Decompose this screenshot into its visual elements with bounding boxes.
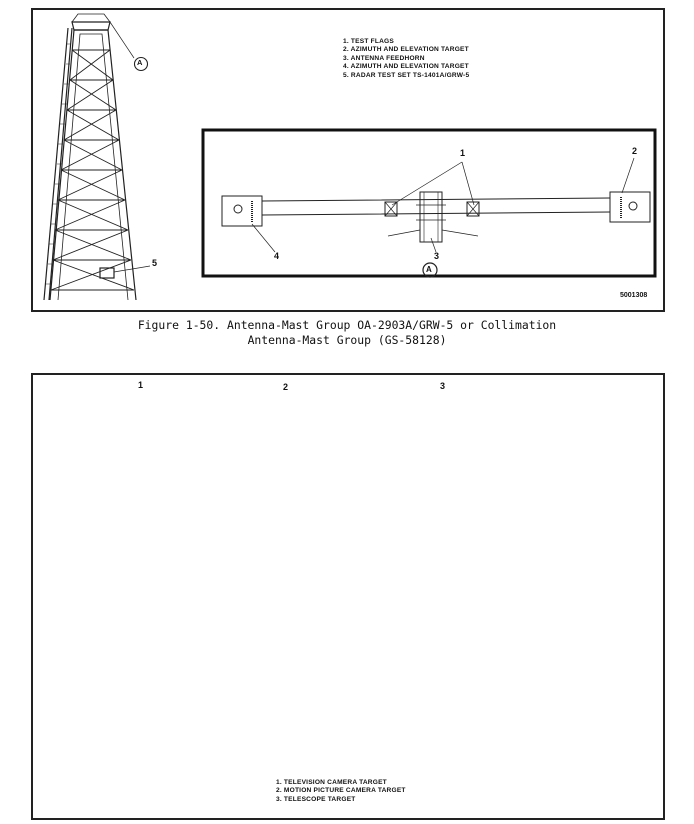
- legend-item: 1. TELEVISION CAMERA TARGET: [276, 779, 387, 786]
- legend-item: 5. RADAR TEST SET TS-1401A/GRW-5: [343, 71, 470, 79]
- figure-2-frame: [31, 373, 665, 820]
- callout-1: 1: [460, 148, 466, 158]
- figure-caption-line-2: Antenna-Mast Group (GS-58128): [247, 333, 447, 347]
- figure-2-legend: 1. TELEVISION CAMERA TARGET 2. MOTION PI…: [276, 779, 406, 804]
- callout-telescope-3: 3: [440, 381, 446, 391]
- callout-4: 4: [274, 251, 280, 261]
- callout-motion-2: 2: [283, 382, 289, 392]
- figure-caption-line-1: Figure 1-50. Antenna-Mast Group OA-2903A…: [137, 318, 557, 332]
- legend-item: 1. TEST FLAGS: [343, 38, 394, 45]
- callout-2: 2: [632, 146, 638, 156]
- legend-item: 3. ANTENNA FEEDHORN: [343, 54, 425, 62]
- callout-5: 5: [152, 258, 158, 268]
- callout-tv-1: 1: [138, 380, 144, 390]
- figure-1-legend: 1. TEST FLAGS 2. AZIMUTH AND ELEVATION T…: [343, 38, 469, 80]
- legend-item: 4. AZIMUTH AND ELEVATION TARGET: [343, 63, 469, 71]
- callout-detail-ref: A: [426, 265, 432, 274]
- callout-detail-a: A: [137, 58, 143, 67]
- figure-code: 5001308: [620, 292, 648, 299]
- callout-3: 3: [434, 251, 440, 261]
- legend-item: 2. MOTION PICTURE CAMERA TARGET: [276, 787, 406, 795]
- legend-item: 2. AZIMUTH AND ELEVATION TARGET: [343, 46, 469, 54]
- legend-item: 3. TELESCOPE TARGET: [276, 795, 356, 803]
